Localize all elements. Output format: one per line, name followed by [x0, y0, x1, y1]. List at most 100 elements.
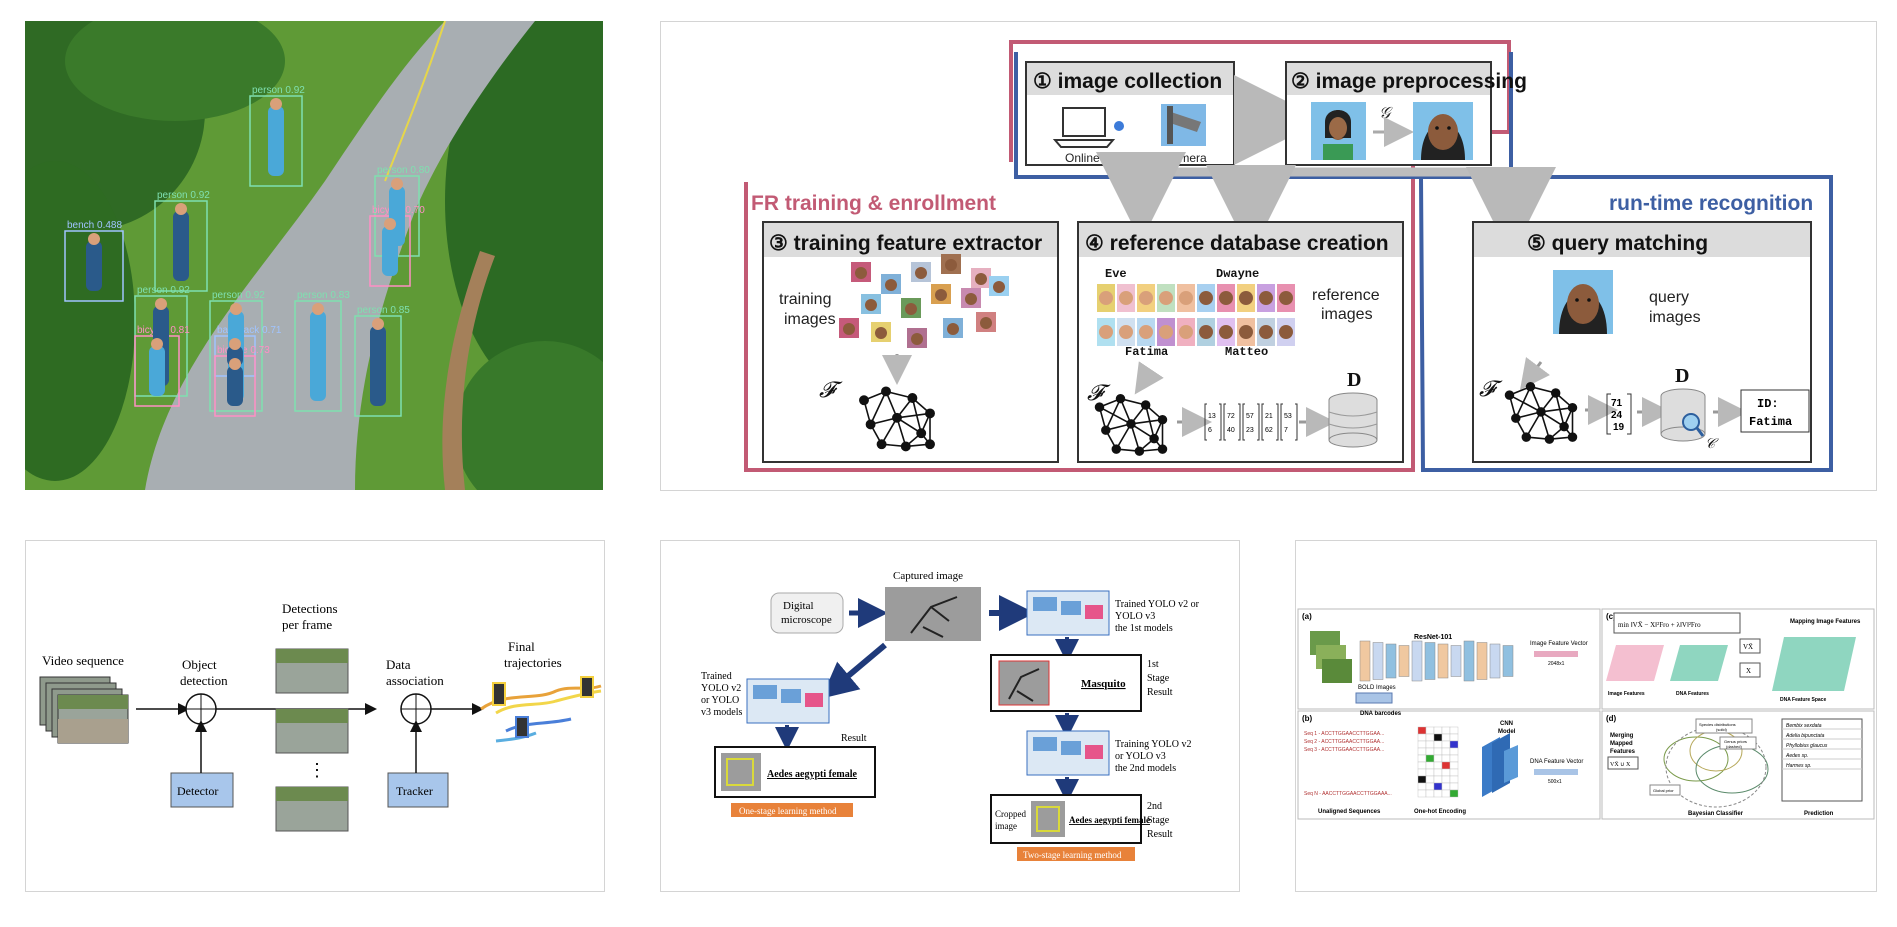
face-head — [855, 267, 867, 279]
trained-left-line4: v3 models — [701, 707, 742, 718]
aedes-1: Aedes aegypti female — [767, 769, 858, 780]
id-label: ID: — [1757, 397, 1779, 411]
resnet-layer — [1463, 640, 1475, 682]
reference-face-head — [1279, 291, 1293, 305]
face-head — [980, 317, 992, 329]
image-features-label: Image Features — [1608, 691, 1645, 697]
network-node — [865, 419, 876, 430]
second-stage-result-box — [990, 794, 1142, 844]
network-node — [1101, 425, 1111, 435]
vector-bracket — [1280, 403, 1298, 441]
onehot-cell — [1425, 782, 1435, 791]
onehot-cell — [1441, 761, 1451, 770]
onehot-cell — [1449, 747, 1459, 756]
onehot-cell — [1441, 747, 1451, 756]
person-head — [372, 318, 384, 330]
reference-face-head — [1239, 291, 1253, 305]
aedes-thumb-1 — [721, 753, 761, 791]
label-d: (d) — [1606, 714, 1617, 723]
vx-box: VX̄ — [1743, 643, 1753, 651]
reference-face-head — [1159, 325, 1173, 339]
resnet-label: ResNet-101 — [1414, 634, 1452, 641]
onehot-cell — [1425, 733, 1435, 742]
trained-left-line3: or YOLO — [701, 695, 739, 706]
onehot-cell — [1425, 747, 1435, 756]
reference-face-head — [1259, 325, 1273, 339]
person-figure — [310, 311, 326, 401]
dna-db-icon — [1355, 692, 1393, 704]
mosquito-diagram: Digital microscope Captured image Traine… — [701, 570, 1200, 861]
dna-classifier-diagram: (a) ResNet-101 Image Feature Vector 2048… — [1297, 608, 1875, 820]
onehot-grid — [1417, 726, 1459, 798]
network-node — [1140, 400, 1151, 410]
onehot-cell — [1433, 789, 1443, 798]
mosquito-detection-panel: Digital microscope Captured image Traine… — [660, 540, 1240, 892]
svg-text:19: 19 — [1613, 422, 1625, 433]
network-edge — [896, 412, 931, 419]
onehot-cell — [1417, 768, 1427, 777]
face-head — [911, 333, 923, 345]
vec500-label: 500x1 — [1548, 779, 1562, 785]
network-edge — [1509, 394, 1542, 413]
person-figure — [268, 106, 284, 176]
network-node — [1111, 444, 1122, 454]
network-node — [907, 393, 918, 403]
face-head — [935, 289, 947, 301]
network-node — [1157, 444, 1168, 454]
resnet-layer — [1437, 643, 1449, 679]
data-association-line1: Data — [386, 657, 411, 672]
detection-box — [294, 300, 342, 412]
resnet-layer — [1476, 642, 1488, 680]
vector-bracket — [1204, 403, 1222, 441]
onehot-cell — [1417, 747, 1427, 756]
one-stage-badge — [731, 803, 853, 817]
reference-face-head — [1259, 291, 1273, 305]
cropped-image-line2: image — [995, 821, 1017, 831]
dna-classifier-panel: (a) ResNet-101 Image Feature Vector 2048… — [1295, 540, 1877, 892]
digital-microscope-box — [770, 592, 844, 634]
onehot-cell — [1449, 733, 1459, 742]
onehot-cell — [1449, 789, 1459, 798]
detection-label: person 0.92 — [252, 85, 305, 96]
tracker-box — [387, 772, 449, 808]
network-node — [1525, 381, 1536, 392]
label-b: (b) — [1302, 714, 1313, 723]
face-head — [975, 273, 987, 285]
two-stage-label: Two-stage learning method — [1023, 850, 1122, 860]
trained-first-line1: Trained YOLO v2 or — [1115, 599, 1200, 610]
merging-line2: Mapped — [1610, 741, 1633, 747]
detection-frames — [275, 648, 349, 832]
face-head — [885, 279, 897, 291]
resnet-layer — [1385, 643, 1397, 679]
person-head — [155, 298, 167, 310]
onehot-cell — [1425, 740, 1435, 749]
seq1: Seq 1 - ACCTTGGAACCTTGGAA... — [1304, 731, 1384, 737]
onehot-cell — [1441, 754, 1451, 763]
reference-face-head — [1279, 325, 1293, 339]
vector-bracket — [1242, 403, 1260, 441]
trained-first-line3: the 1st models — [1115, 623, 1173, 634]
sum-node-2 — [400, 693, 432, 725]
onehot-label: One-hot Encoding — [1414, 809, 1466, 815]
reference-faces — [1097, 284, 1295, 346]
onehot-cell — [1449, 754, 1459, 763]
network-edge — [1525, 411, 1542, 438]
detection-label: person 0.83 — [297, 290, 350, 301]
id-name: Fatima — [1749, 415, 1792, 429]
vec2048-label: 2048x1 — [1548, 661, 1565, 667]
reference-images-line2: images — [1321, 306, 1373, 323]
network-node — [876, 439, 887, 450]
camera-label: Camera — [1164, 151, 1207, 165]
onehot-cell — [1425, 775, 1435, 784]
step3-title: ③ training feature extractor — [769, 232, 1042, 255]
onehot-cell — [1441, 768, 1451, 777]
person-head — [151, 338, 163, 350]
onehot-cell — [1425, 768, 1435, 777]
query-vector: 71 24 19 — [1606, 393, 1632, 435]
vector-value: 62 — [1265, 427, 1273, 434]
person-head — [391, 178, 403, 190]
d-symbol-5: D — [1675, 365, 1689, 387]
detection-label: person 0.92 — [137, 285, 190, 296]
d-symbol-4: D — [1347, 369, 1361, 391]
